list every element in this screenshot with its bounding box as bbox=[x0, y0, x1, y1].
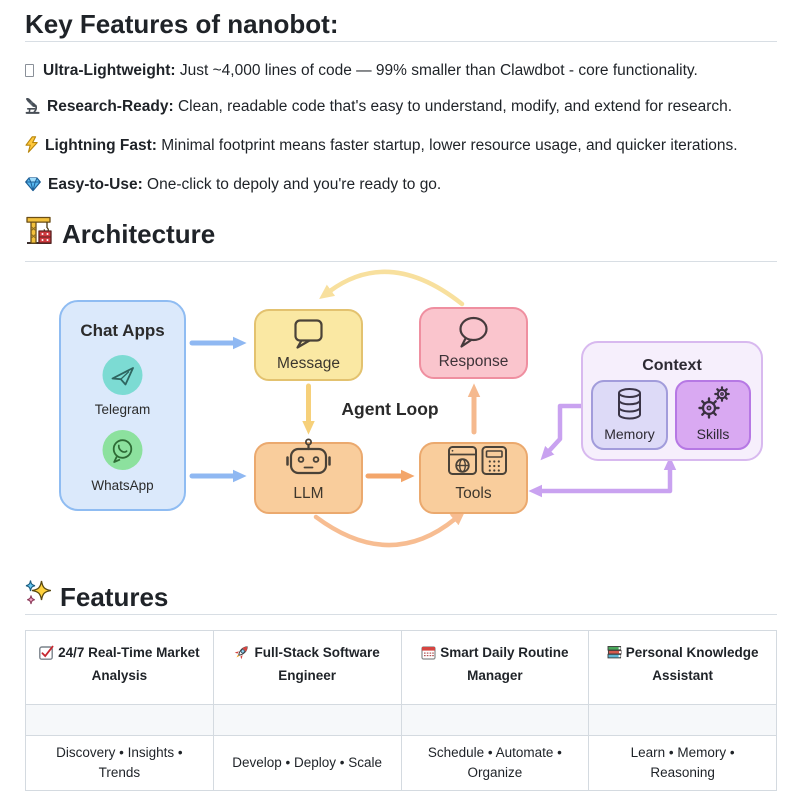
features-table-tagline-row: Discovery • Insights • Trends Develop • … bbox=[25, 735, 777, 791]
llm-node: LLM bbox=[254, 438, 363, 514]
feature-item-easy-to-use: Easy-to-Use: One-click to depoly and you… bbox=[25, 175, 777, 198]
empty-cell bbox=[212, 704, 402, 736]
feature-column-knowledge-assistant: Personal Knowledge Assistant bbox=[588, 630, 777, 705]
checked-box-icon bbox=[39, 645, 54, 666]
arrow-response-to-message bbox=[319, 269, 465, 307]
building-construction-icon bbox=[25, 215, 53, 253]
message-node: Message bbox=[254, 309, 363, 381]
features-table-empty-row bbox=[25, 704, 777, 736]
memory-node: Memory bbox=[591, 380, 668, 450]
empty-cell bbox=[400, 704, 590, 736]
architecture-diagram: Chat Apps Telegram WhatsApp Message bbox=[59, 269, 763, 548]
feature-label: Ultra-Lightweight: bbox=[43, 62, 176, 79]
features-table: 24/7 Real-Time Market Analysis Full-Stac… bbox=[25, 630, 777, 791]
feature-item-ultra-lightweight: Ultra-Lightweight: Just ~4,000 lines of … bbox=[25, 61, 777, 81]
tools-node: Tools bbox=[419, 442, 528, 514]
chat-apps-title: Chat Apps bbox=[80, 321, 164, 340]
agent-loop-label: Agent Loop bbox=[341, 399, 438, 419]
skills-node: Skills bbox=[675, 380, 751, 450]
database-icon bbox=[618, 388, 641, 420]
tagline-cell: Schedule • Automate • Organize bbox=[400, 735, 590, 791]
whatsapp-label: WhatsApp bbox=[91, 478, 153, 493]
chat-apps-box: Chat Apps Telegram WhatsApp bbox=[59, 300, 186, 511]
feature-column-routine-manager: Smart Daily Routine Manager bbox=[400, 630, 590, 705]
features-table-header-row: 24/7 Real-Time Market Analysis Full-Stac… bbox=[25, 630, 777, 705]
telegram-label: Telegram bbox=[95, 402, 151, 417]
feature-item-research-ready: Research-Ready: Clean, readable code tha… bbox=[25, 97, 777, 120]
tools-label: Tools bbox=[455, 485, 491, 502]
arrow-context-to-tools bbox=[540, 403, 585, 461]
empty-cell bbox=[588, 704, 777, 736]
feature-label: Easy-to-Use: bbox=[48, 176, 143, 193]
features-heading: Features bbox=[25, 579, 777, 615]
feature-item-lightning-fast: Lightning Fast: Minimal footprint means … bbox=[25, 136, 777, 159]
feature-label: Research-Ready: bbox=[47, 98, 174, 115]
feature-text: Minimal footprint means faster startup, … bbox=[156, 137, 738, 154]
feature-text: One-click to depoly and you're ready to … bbox=[142, 176, 442, 193]
robot-icon bbox=[286, 438, 331, 475]
tagline-cell: Learn • Memory • Reasoning bbox=[588, 735, 777, 791]
empty-cell bbox=[25, 704, 214, 736]
architecture-heading: Architecture bbox=[25, 215, 777, 262]
arrow-llm-to-tools-arc bbox=[313, 510, 466, 548]
response-node: Response bbox=[419, 307, 528, 379]
lightning-icon bbox=[25, 136, 38, 159]
memory-label: Memory bbox=[604, 426, 655, 442]
whatsapp-icon bbox=[102, 430, 143, 470]
page-title: Key Features of nanobot: bbox=[25, 7, 777, 42]
message-label: Message bbox=[277, 355, 340, 372]
skills-label: Skills bbox=[697, 426, 730, 442]
browser-icon bbox=[448, 446, 477, 475]
llm-label: LLM bbox=[293, 485, 323, 502]
feature-column-software-engineer: Full-Stack Software Engineer bbox=[212, 630, 402, 705]
microscope-icon bbox=[25, 97, 40, 120]
telegram-icon bbox=[102, 355, 143, 395]
response-bubble-icon bbox=[459, 316, 488, 348]
feature-text: Just ~4,000 lines of code — 99% smaller … bbox=[175, 62, 698, 79]
response-label: Response bbox=[439, 353, 509, 370]
missing-glyph-icon bbox=[25, 64, 34, 77]
calculator-icon bbox=[481, 446, 507, 475]
context-label: Context bbox=[642, 357, 702, 374]
arrow-tools-context-bidirectional bbox=[528, 456, 677, 498]
feature-column-market-analysis: 24/7 Real-Time Market Analysis bbox=[25, 630, 214, 705]
tagline-cell: Discovery • Insights • Trends bbox=[25, 735, 214, 791]
sparkles-icon bbox=[25, 579, 52, 614]
context-box: Context Memory bbox=[581, 341, 763, 461]
message-bubble-icon bbox=[294, 319, 323, 349]
calendar-icon bbox=[421, 645, 436, 666]
features-heading-text: Features bbox=[60, 581, 169, 612]
feature-label: Lightning Fast: bbox=[45, 137, 157, 154]
feature-text: Clean, readable code that's easy to unde… bbox=[173, 98, 733, 115]
gears-icon bbox=[698, 386, 730, 419]
architecture-heading-text: Architecture bbox=[62, 219, 216, 249]
books-icon bbox=[607, 645, 622, 666]
rocket-icon bbox=[234, 644, 250, 666]
gem-icon bbox=[25, 177, 41, 198]
tagline-cell: Develop • Deploy • Scale bbox=[212, 735, 402, 791]
